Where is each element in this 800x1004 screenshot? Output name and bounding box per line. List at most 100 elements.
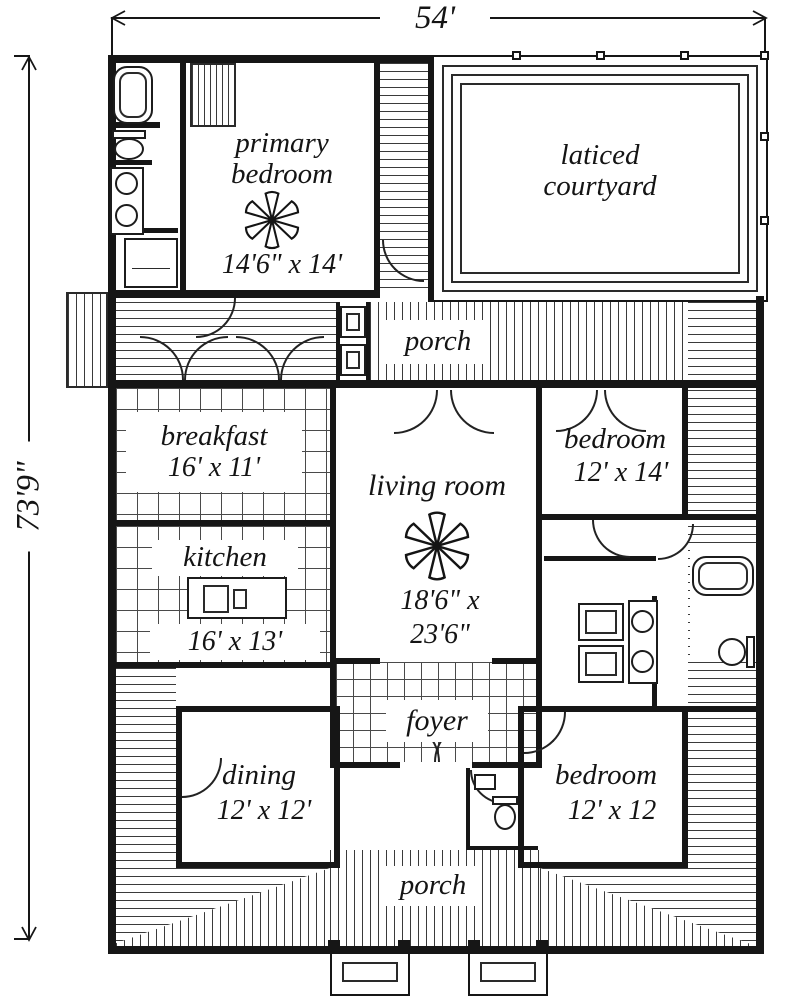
wall-bedroom-lower-left — [518, 706, 524, 868]
wall-dining-left — [176, 706, 182, 868]
kitchen-size: 16' x 13' — [150, 624, 320, 660]
porch-post — [468, 940, 480, 952]
courtyard-frame — [460, 83, 740, 274]
courtyard-line1: laticed — [560, 139, 640, 171]
wall-bath2-stub — [544, 556, 656, 561]
breakfast-label: breakfast 16' x 11' — [126, 412, 302, 492]
primary-bedroom-size: 14'6" x 14' — [221, 249, 343, 280]
width-dimension-label: 54' — [380, 0, 490, 37]
wall-top — [108, 55, 432, 63]
courtyard-line2: courtyard — [543, 170, 657, 203]
wall-breakfast-living — [330, 388, 336, 768]
door-arc-bath — [592, 520, 630, 558]
foyer-label: foyer — [386, 700, 488, 742]
wall-left — [108, 55, 116, 952]
primary-bedroom-line1: primary — [235, 127, 329, 159]
bedroom-lower-size: 12' x 12 — [567, 795, 657, 826]
courtyard-post — [596, 51, 605, 60]
utility-shelf — [340, 306, 366, 338]
courtyard-post — [760, 216, 769, 225]
sink — [631, 650, 654, 673]
wall-bath-stub1 — [108, 122, 160, 128]
kitchen-island — [187, 577, 287, 619]
kitchen-sink — [203, 585, 229, 613]
dimension-arrow-icon — [110, 10, 126, 26]
door-arc-entry-right — [450, 390, 494, 434]
primary-bedroom-line2: bedroom — [230, 158, 334, 191]
courtyard-post — [512, 51, 521, 60]
bathtub — [692, 556, 754, 596]
wall-deck-courtyard — [428, 55, 434, 302]
wall-bedroom-deck — [374, 55, 380, 298]
porch-lower-label: porch — [386, 866, 480, 906]
wall-foyer-stub-left — [336, 658, 380, 664]
wall-dining-bottom — [176, 862, 340, 868]
closet — [578, 645, 624, 683]
top-dimension-tick-right — [764, 17, 766, 57]
front-steps — [468, 952, 548, 996]
wall-utility-right — [366, 302, 370, 384]
wall-utility-left — [336, 302, 340, 384]
dining-size: 12' x 12' — [216, 795, 312, 826]
bedroom-lower-name: bedroom — [554, 759, 658, 791]
bedroom-right-name: bedroom — [563, 423, 667, 455]
courtyard-post — [760, 132, 769, 141]
wall-breakfast-kitchen — [108, 520, 336, 526]
dimension-arrow-icon — [21, 926, 37, 942]
breakfast-size: 16' x 11' — [167, 451, 261, 483]
door-arc-bedroom-lower — [524, 712, 566, 754]
left-dimension-tick-bottom — [14, 938, 30, 940]
kitchen-name: kitchen — [152, 540, 298, 576]
dining-name: dining — [221, 759, 297, 791]
wall-bath-stub2 — [108, 160, 152, 165]
wall-bath-bedroom — [180, 55, 186, 298]
living-room-size-line1: 18'6" x — [400, 585, 480, 616]
sink — [115, 172, 138, 195]
wall-bedroom-bath — [536, 514, 764, 520]
dimension-arrow-icon — [21, 55, 37, 71]
wall-powder-left — [466, 768, 470, 850]
wall-foyer-bottom-right — [472, 762, 536, 768]
left-dimension-tick-top — [14, 55, 30, 57]
height-dimension-label: 73'9" — [10, 441, 48, 552]
door-arc-entry-left — [394, 390, 438, 434]
wall-bedroom-lower-top — [518, 706, 688, 712]
wall-foyer-bottom-left — [336, 762, 400, 768]
ceiling-fan-icon — [404, 511, 470, 581]
courtyard-frame — [442, 65, 758, 292]
sink — [115, 204, 138, 227]
front-steps — [330, 952, 410, 996]
wall-powder-bottom — [466, 846, 538, 850]
wall-primary-bottom — [108, 290, 380, 298]
living-room-size-line2: 23'6" — [410, 619, 470, 650]
utility-shelf — [340, 344, 366, 376]
porch-post — [398, 940, 410, 952]
ceiling-fan-icon — [244, 191, 300, 249]
wall-bedroom-right-right — [682, 388, 688, 520]
porch-upper-label: porch — [386, 320, 490, 364]
sink — [631, 610, 654, 633]
closet — [578, 603, 624, 641]
left-deck-strip — [116, 668, 176, 868]
toilet — [718, 638, 746, 666]
bedroom-right-size: 12' x 14' — [573, 457, 669, 488]
courtyard-label: laticed courtyard — [500, 139, 700, 203]
dimension-arrow-icon — [752, 10, 768, 26]
toilet-tank — [746, 636, 755, 668]
left-stoop — [66, 292, 108, 388]
toilet — [114, 138, 144, 160]
bathtub — [113, 66, 153, 124]
wall-foyer-stub-right — [492, 658, 536, 664]
porch-post — [536, 940, 548, 952]
top-dimension-tick-left — [111, 17, 113, 57]
wall-dining-top — [176, 706, 340, 712]
wall-bottom — [108, 946, 764, 954]
toilet — [494, 804, 516, 830]
living-room-name: living room — [367, 469, 507, 502]
breakfast-name: breakfast — [160, 420, 268, 453]
courtyard-post — [680, 51, 689, 60]
wall-bedroom-lower-bottom — [518, 862, 688, 868]
closet-hanging — [190, 63, 236, 127]
courtyard-frame — [451, 74, 749, 283]
